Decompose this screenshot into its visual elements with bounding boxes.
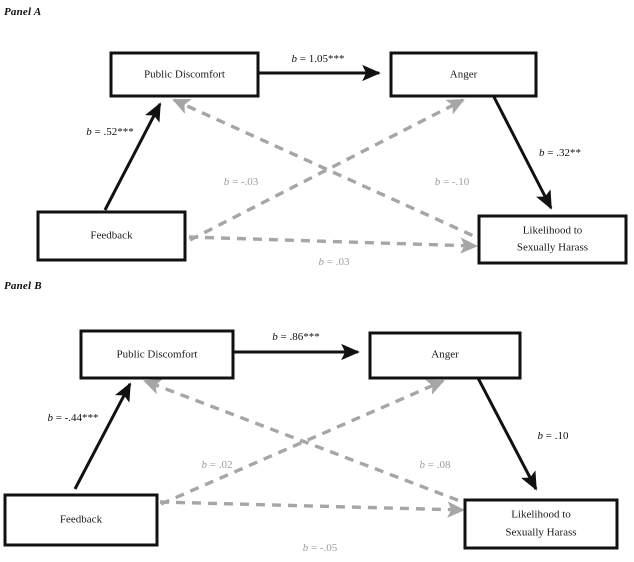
coef-b-symbol: b xyxy=(435,176,441,188)
panel-b-diagram: Public Discomfort Anger Feedback Likelih… xyxy=(3,329,619,554)
node-label-anger: Anger xyxy=(450,69,478,81)
panel-a-solid-paths xyxy=(103,64,553,211)
coef-feedback-to-likelihood: b = .03 xyxy=(319,256,350,268)
node-label-public-discomfort: Public Discomfort xyxy=(117,349,198,361)
coef-b-symbol: b xyxy=(202,459,208,471)
coef-value: = .10 xyxy=(543,430,569,442)
coef-public-discomfort-to-anger: b = 1.05*** xyxy=(292,53,345,65)
node-label-public-discomfort: Public Discomfort xyxy=(144,69,225,81)
panel-b-solid-paths xyxy=(73,343,538,491)
panel-a-title: Panel A xyxy=(4,6,42,18)
coef-b-symbol: b xyxy=(224,176,230,188)
coef-likelihood-to-public-discomfort: b = .02 xyxy=(202,459,233,471)
path-feedback-to-public-discomfort xyxy=(103,102,162,211)
coef-value: = .86*** xyxy=(278,331,320,343)
coef-feedback-to-public-discomfort: b = .52*** xyxy=(86,126,133,138)
panel-b-title: Panel B xyxy=(4,280,42,292)
node-likelihood-to-sexually-harass[interactable]: Likelihood to Sexually Harass xyxy=(463,498,619,550)
coef-b-symbol: b xyxy=(303,542,309,554)
coef-b-symbol: b xyxy=(292,53,298,65)
path-feedback-to-likelihood xyxy=(188,235,479,254)
coef-value: = .02 xyxy=(207,459,232,471)
node-anger[interactable]: Anger xyxy=(368,331,522,380)
panel-a-diagram: Public Discomfort Anger Feedback Likelih… xyxy=(36,51,628,268)
path-anger-to-likelihood xyxy=(476,377,538,491)
coef-anger-to-likelihood: b = .32** xyxy=(539,147,581,159)
coef-feedback-to-anger: b = -.10 xyxy=(435,176,470,188)
node-feedback[interactable]: Feedback xyxy=(3,493,159,547)
coef-value: = -.05 xyxy=(308,542,338,554)
node-public-discomfort[interactable]: Public Discomfort xyxy=(79,329,235,380)
path-feedback-to-anger xyxy=(189,98,465,242)
coef-feedback-to-anger: b = .08 xyxy=(420,459,451,471)
path-feedback-to-public-discomfort xyxy=(73,382,132,490)
coef-b-symbol: b xyxy=(539,147,545,159)
path-feedback-to-anger xyxy=(160,379,445,506)
panel-a-dashed-paths xyxy=(172,98,488,254)
coef-b-symbol: b xyxy=(86,126,92,138)
coef-b-symbol: b xyxy=(319,256,325,268)
coef-public-discomfort-to-anger: b = .86*** xyxy=(272,331,319,343)
panel-b-dashed-paths xyxy=(143,378,474,518)
path-likelihood-to-public-discomfort xyxy=(172,98,488,244)
node-label-likelihood-line1: Likelihood to xyxy=(523,225,583,237)
coef-likelihood-to-public-discomfort: b = -.03 xyxy=(224,176,259,188)
path-anger-to-likelihood xyxy=(492,96,553,210)
coef-value: = -.03 xyxy=(229,176,259,188)
path-feedback-to-likelihood xyxy=(159,500,466,518)
coef-value: = .32** xyxy=(545,147,581,159)
coef-b-symbol: b xyxy=(538,430,544,442)
coef-value: = .08 xyxy=(425,459,451,471)
node-label-likelihood-line2: Sexually Harass xyxy=(517,242,588,254)
node-feedback[interactable]: Feedback xyxy=(36,210,187,262)
coef-value: = .52*** xyxy=(92,126,134,138)
coef-anger-to-likelihood: b = .10 xyxy=(538,430,569,442)
panel-a-coefficients: b = 1.05*** b = .52*** b = .32** b = -.0… xyxy=(86,53,581,268)
node-likelihood-to-sexually-harass[interactable]: Likelihood to Sexually Harass xyxy=(477,214,628,265)
coef-feedback-to-public-discomfort: b = -.44*** xyxy=(47,412,98,424)
coef-value: = -.10 xyxy=(440,176,470,188)
coef-b-symbol: b xyxy=(47,412,53,424)
panel-b-coefficients: b = .86*** b = -.44*** b = .10 b = .02 b… xyxy=(47,331,569,554)
coef-feedback-to-likelihood: b = -.05 xyxy=(303,542,338,554)
path-likelihood-to-public-discomfort xyxy=(143,378,474,508)
coef-value: = -.44*** xyxy=(53,412,99,424)
coef-value: = .03 xyxy=(324,256,350,268)
coef-b-symbol: b xyxy=(272,331,278,343)
node-public-discomfort[interactable]: Public Discomfort xyxy=(109,51,260,98)
coef-value: = 1.05*** xyxy=(297,53,344,65)
node-label-anger: Anger xyxy=(431,349,459,361)
node-anger[interactable]: Anger xyxy=(389,51,538,98)
node-label-feedback: Feedback xyxy=(60,514,103,526)
node-label-likelihood-line1: Likelihood to xyxy=(511,509,571,521)
coef-b-symbol: b xyxy=(420,459,426,471)
node-label-likelihood-line2: Sexually Harass xyxy=(505,527,576,539)
node-label-feedback: Feedback xyxy=(90,230,133,242)
